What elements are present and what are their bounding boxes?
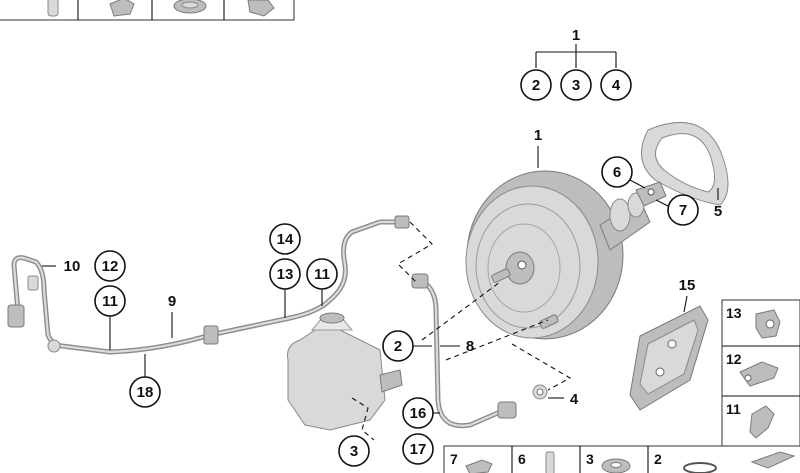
bottom-table-item-1: 6 [518, 451, 526, 467]
callout-2-mid: 2 [394, 338, 402, 355]
bottom-parts-table: 7 6 3 2 [443, 445, 800, 473]
callout-1-top: 1 [572, 27, 580, 44]
callout-13: 13 [277, 266, 294, 283]
callout-17: 17 [410, 441, 427, 458]
gasket-part [640, 122, 729, 206]
short-hose [411, 273, 548, 429]
callout-2-top: 2 [532, 77, 540, 94]
callout-6: 6 [613, 164, 621, 181]
side-table-item-1: 12 [726, 351, 742, 367]
callout-15: 15 [679, 277, 696, 294]
callout-8: 8 [466, 338, 474, 355]
vacuum-hose [7, 215, 410, 355]
side-table-item-2: 11 [726, 401, 741, 417]
callout-5: 5 [714, 203, 722, 220]
callout-10: 10 [64, 258, 81, 275]
callout-9: 9 [168, 293, 176, 310]
callout-14: 14 [277, 231, 294, 248]
callout-3-top: 3 [572, 77, 580, 94]
bottom-table-item-0: 7 [450, 451, 458, 467]
callout-4-top: 4 [612, 77, 621, 94]
side-table-item-0: 13 [726, 305, 742, 321]
bracket-part [629, 305, 709, 411]
callout-circle-2-top [520, 69, 552, 101]
side-parts-table: 13 12 11 [721, 299, 800, 447]
callout-circle-4-top [600, 69, 632, 101]
callout-18: 18 [137, 384, 154, 401]
callout-circle-3-top [560, 69, 592, 101]
bottom-table-item-3: 2 [654, 451, 662, 467]
brake-fluid-reservoir [287, 312, 403, 431]
assembly-guides [351, 221, 572, 441]
callout-7: 7 [679, 202, 687, 219]
brake-booster [465, 170, 667, 340]
callout-3-bottom: 3 [350, 443, 358, 460]
callout-11-left: 11 [102, 293, 118, 310]
top-parts-strip [0, 0, 295, 21]
callout-16: 16 [410, 405, 427, 422]
callout-1-booster: 1 [534, 127, 542, 144]
callout-11-mid: 11 [314, 266, 330, 283]
assembly-hierarchy: 1 2 3 4 [520, 27, 632, 101]
callout-4-mid: 4 [570, 391, 579, 408]
bottom-table-item-2: 3 [586, 451, 594, 467]
callout-12: 12 [102, 258, 119, 275]
